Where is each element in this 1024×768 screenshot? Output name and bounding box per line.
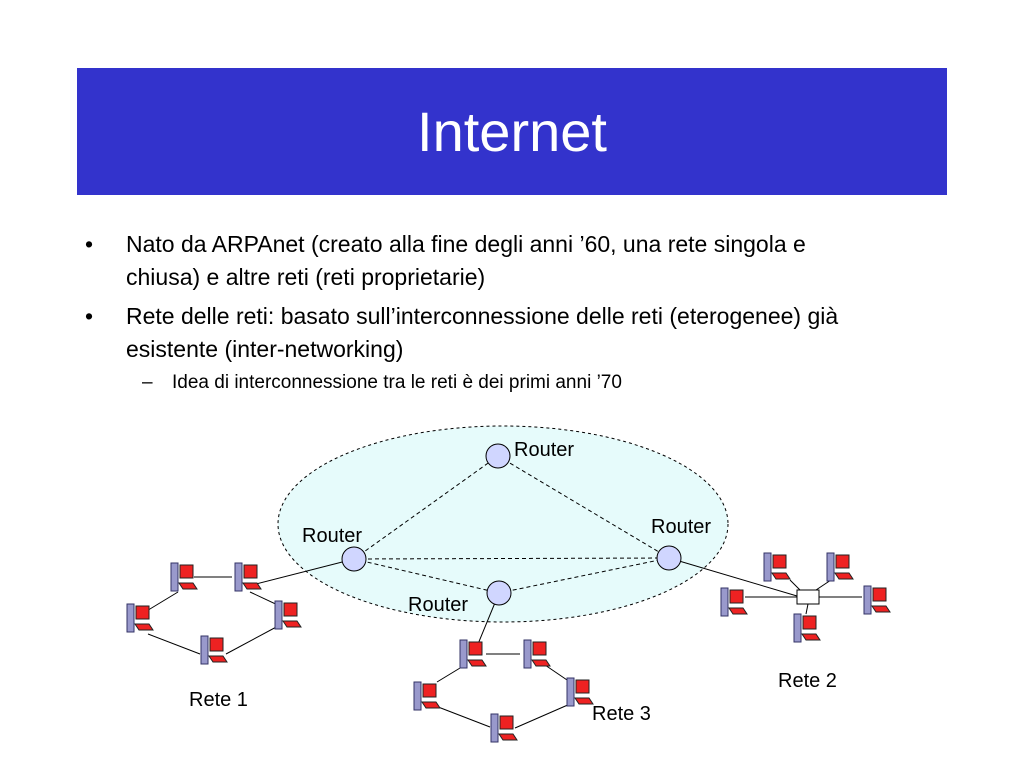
router-right	[656, 545, 682, 571]
sub-bullet-text: Idea di interconnessione tra le reti è d…	[172, 372, 622, 393]
rete-2-label: Rete 2	[778, 670, 837, 692]
router-label-bottom: Router	[408, 594, 468, 616]
bullet-marker: •	[85, 303, 94, 329]
router-bottom	[486, 580, 512, 606]
router-left	[341, 546, 367, 572]
bullet-text: Rete delle reti: basato sull’interconnes…	[126, 303, 839, 362]
router-label-top: Router	[514, 439, 574, 461]
pc-icon	[274, 600, 302, 630]
bullet-text: Nato da ARPAnet (creato alla fine degli …	[126, 231, 806, 290]
router-label-right: Router	[651, 516, 711, 538]
pc-icon	[566, 677, 594, 707]
core-links	[353, 455, 670, 594]
pc-icon	[863, 585, 891, 615]
rete-3-label: Rete 3	[592, 703, 651, 725]
sub-bullet-marker: –	[142, 372, 153, 393]
hub-icon	[796, 589, 820, 605]
bullet-item: • Nato da ARPAnet (creato alla fine degl…	[85, 228, 885, 294]
pc-icon	[763, 552, 791, 582]
bullet-item: • Rete delle reti: basato sull’interconn…	[85, 300, 885, 396]
pc-icon	[720, 587, 748, 617]
slide-title: Internet	[417, 100, 607, 163]
sub-bullet-list: – Idea di interconnessione tra le reti è…	[126, 370, 885, 396]
pc-icon	[170, 562, 198, 592]
pc-icon	[413, 681, 441, 711]
pc-icon	[234, 562, 262, 592]
bullet-list: • Nato da ARPAnet (creato alla fine degl…	[85, 228, 885, 402]
title-bar: Internet	[77, 68, 947, 195]
pc-icon	[490, 713, 518, 743]
pc-icon	[459, 639, 487, 669]
pc-icon	[523, 639, 551, 669]
router-top	[485, 443, 511, 469]
router-label-left: Router	[302, 525, 362, 547]
sub-bullet-item: – Idea di interconnessione tra le reti è…	[126, 370, 885, 396]
internet-core-ellipse	[277, 425, 729, 623]
pc-icon	[200, 635, 228, 665]
rete-1-label: Rete 1	[189, 689, 248, 711]
pc-icon	[826, 552, 854, 582]
pc-icon	[793, 613, 821, 643]
bullet-marker: •	[85, 231, 94, 257]
pc-icon	[126, 603, 154, 633]
